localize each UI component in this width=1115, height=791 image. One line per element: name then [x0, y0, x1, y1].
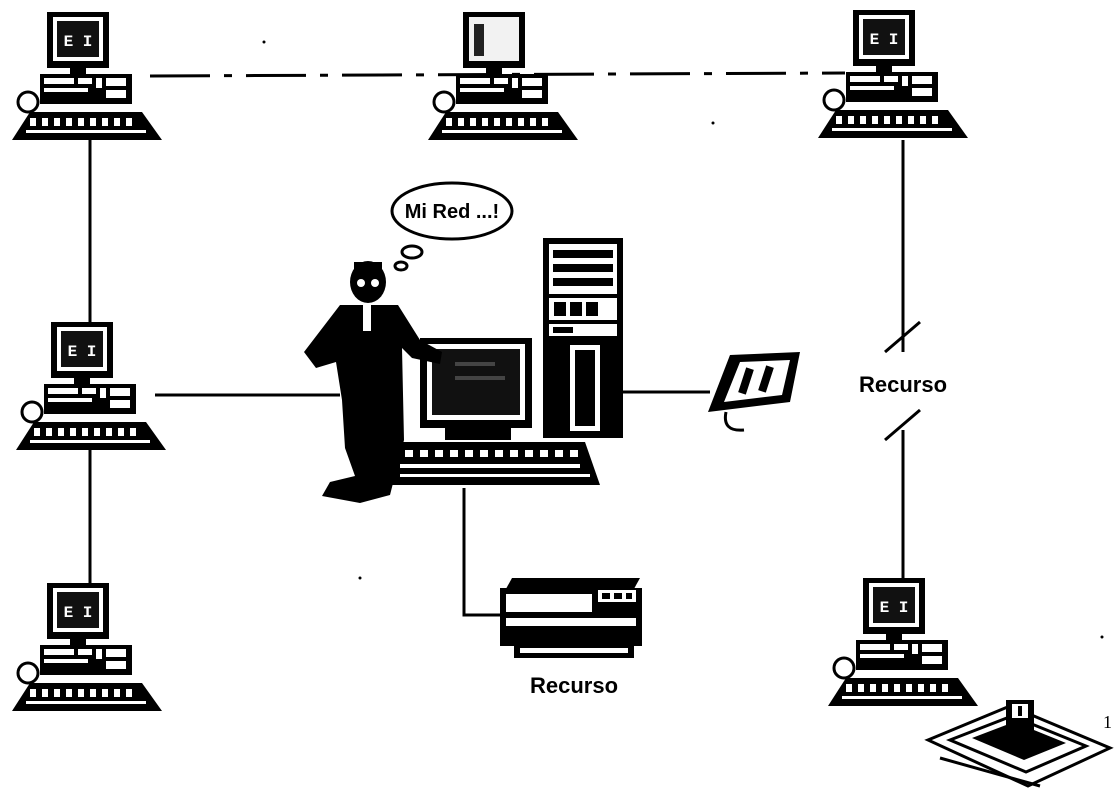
- bubble-dot-2: [393, 260, 409, 272]
- bubble-dot-1: [400, 244, 424, 260]
- screen-label: E I: [64, 604, 93, 622]
- workstation-top-left: E I: [10, 10, 164, 142]
- bubble-text: Mi Red ...!: [405, 201, 499, 223]
- tower-server: [543, 238, 623, 438]
- telephone: [708, 352, 800, 432]
- workstation-top-center: [426, 10, 580, 142]
- printer-resource-label: Recurso: [530, 673, 618, 698]
- screen-label: E I: [68, 343, 97, 361]
- thought-bubble: Mi Red ...!: [390, 181, 514, 272]
- screen-label: E I: [870, 31, 899, 49]
- central-keyboard: [380, 442, 600, 485]
- central-monitor: [420, 338, 532, 440]
- screen-label: E I: [64, 33, 93, 51]
- link-resource-label: Recurso: [859, 372, 947, 397]
- pyramid-logo: [924, 700, 1114, 788]
- break-mark-upper: [884, 320, 921, 354]
- printer: [500, 578, 642, 658]
- page-number: 1: [1103, 712, 1112, 732]
- link-to-printer: [462, 488, 504, 617]
- break-mark-lower: [884, 408, 921, 442]
- screen-label: E I: [880, 599, 909, 617]
- workstation-top-right: E I: [816, 8, 970, 140]
- scan-specks: [262, 40, 1104, 639]
- screen-glitch: [474, 24, 484, 56]
- server-workstation: [380, 238, 623, 485]
- workstation-bottom-right: E I: [826, 576, 980, 708]
- bubble-body: [390, 181, 514, 241]
- workstation-middle-left: E I: [14, 320, 168, 452]
- person-figure: [304, 261, 442, 503]
- workstation-bottom-left: E I: [10, 581, 164, 713]
- link-break-marks: [884, 320, 921, 442]
